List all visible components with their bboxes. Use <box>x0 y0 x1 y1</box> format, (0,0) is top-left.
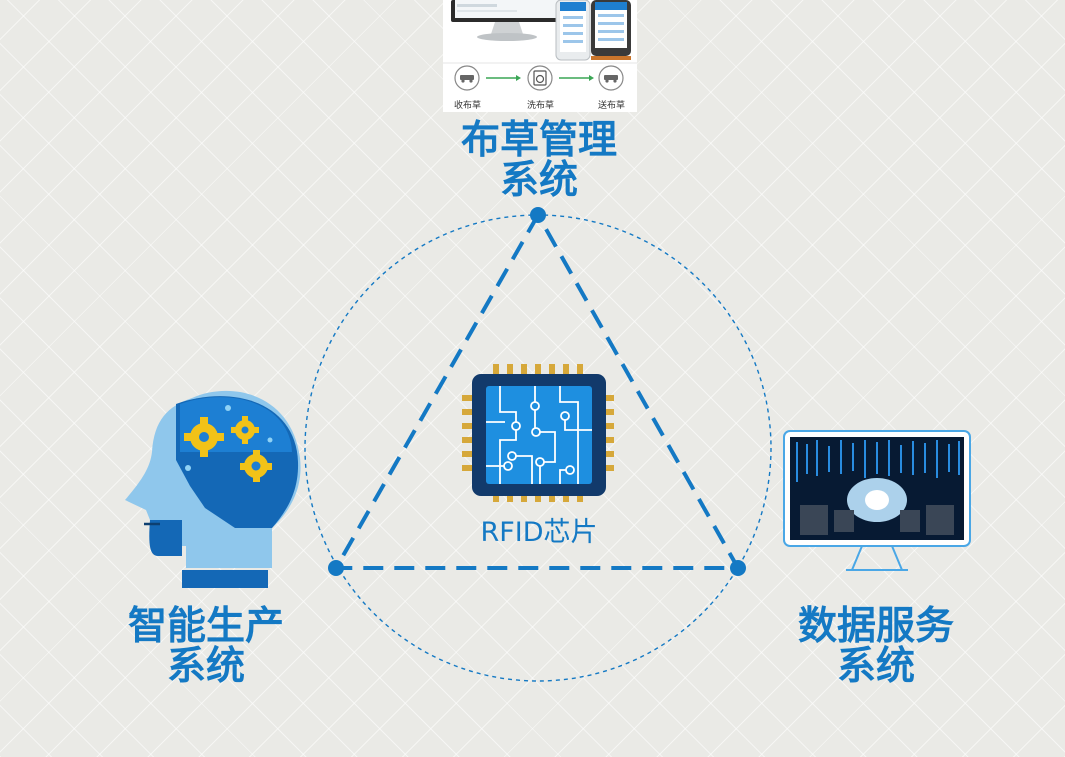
label-smart-production: 智能生产 系统 <box>118 607 294 687</box>
dashed-triangle <box>332 210 742 570</box>
label-linen-management: 布草管理 系统 <box>437 121 641 201</box>
device-screens-icon <box>443 0 637 91</box>
label-smart-production-line1: 智能生产 <box>127 604 284 649</box>
label-data-service: 数据服务 系统 <box>786 607 966 687</box>
label-data-service-line2: 系统 <box>836 644 915 689</box>
flow-step-wash: 洗布草 <box>527 101 555 111</box>
flow-step-deliver: 送布草 <box>598 101 626 111</box>
label-linen-management-line2: 系统 <box>499 158 578 203</box>
label-smart-production-line2: 系统 <box>166 644 245 689</box>
vertex-left <box>328 560 344 576</box>
vertex-right <box>730 560 746 576</box>
head-gears-icon <box>125 390 301 588</box>
chip-icon <box>462 364 614 502</box>
label-rfid-chip: RFID芯片 <box>480 517 598 548</box>
flow-step-collect: 收布草 <box>454 101 482 111</box>
vertex-top <box>530 207 546 223</box>
monitor-icon <box>783 430 971 571</box>
device-photo-panel: 收布草 洗布草 送布草 <box>443 0 637 112</box>
label-linen-management-line1: 布草管理 <box>460 118 617 163</box>
label-data-service-line1: 数据服务 <box>797 604 954 649</box>
